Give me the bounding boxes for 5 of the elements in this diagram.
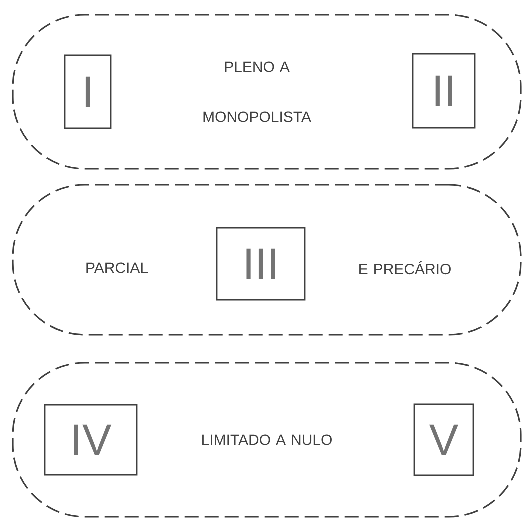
numeral-box: II (412, 53, 476, 129)
numeral-box: V (414, 404, 474, 476)
numeral-box: IV (44, 404, 138, 476)
numeral-box: III (216, 227, 306, 301)
numeral-box: I (64, 54, 112, 130)
